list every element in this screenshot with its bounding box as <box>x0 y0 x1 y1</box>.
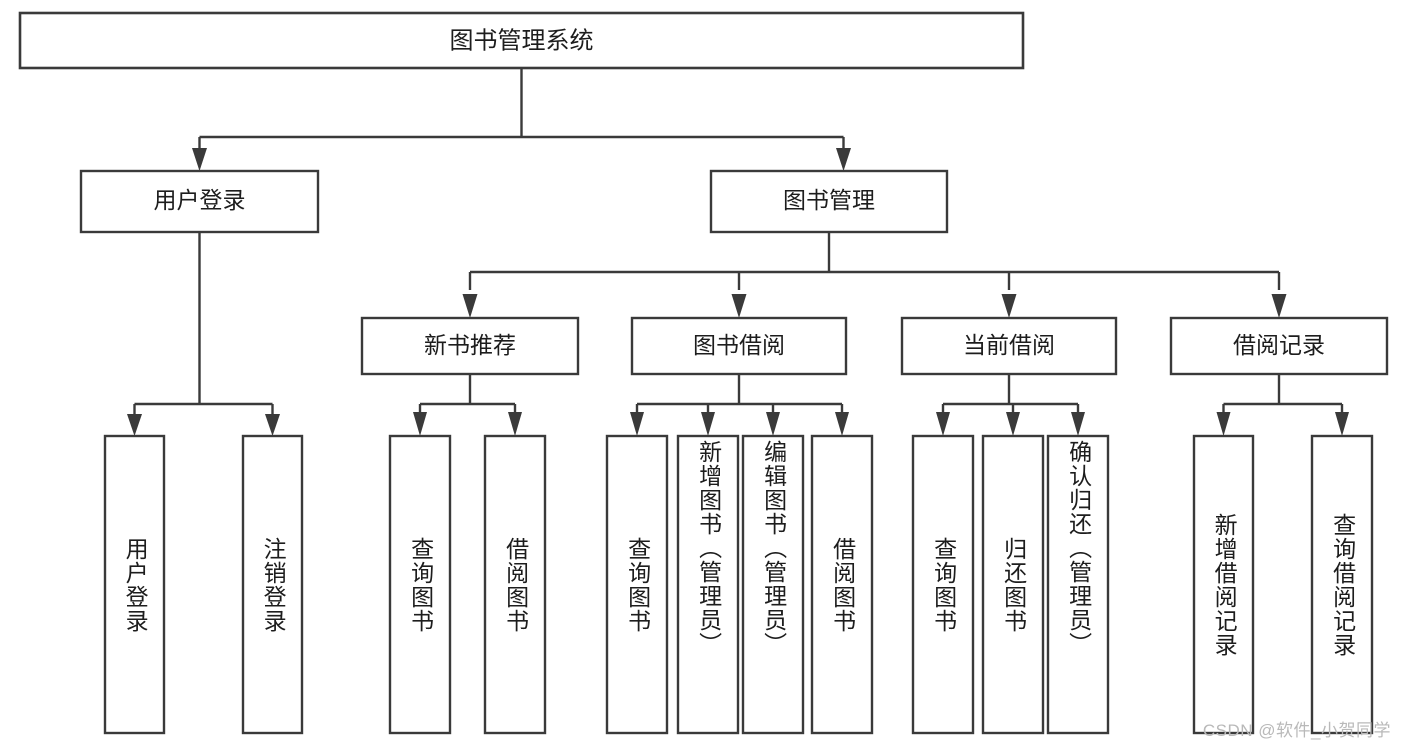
node-book-management[interactable]: 图书管理 <box>709 169 949 234</box>
connector-bookborrow-to-leaves <box>630 374 849 436</box>
node-current-borrow[interactable]: 当前借阅 <box>900 316 1118 376</box>
leaf-boxes <box>103 434 1374 735</box>
node-borrow-record-label: 借阅记录 <box>1233 332 1325 358</box>
leaf-box-confirm-return[interactable] <box>1046 434 1110 735</box>
leaf-box-add-book[interactable] <box>676 434 740 735</box>
leaf-box-query-book-borrow[interactable] <box>605 434 669 735</box>
leaf-box-query-book-recommend[interactable] <box>388 434 452 735</box>
leaf-box-borrow-book[interactable] <box>810 434 874 735</box>
node-new-book-recommend-label: 新书推荐 <box>424 332 516 358</box>
connector-root-to-level2 <box>192 68 851 171</box>
node-book-borrow[interactable]: 图书借阅 <box>630 316 848 376</box>
leaf-box-add-borrow-record[interactable] <box>1192 434 1255 735</box>
node-new-book-recommend[interactable]: 新书推荐 <box>360 316 580 376</box>
leaf-box-return-book[interactable] <box>981 434 1045 735</box>
watermark-text: CSDN @软件_小贺同学 <box>1202 721 1391 740</box>
node-root[interactable]: 图书管理系统 <box>18 11 1025 70</box>
node-user-login[interactable]: 用户登录 <box>79 169 320 234</box>
node-borrow-record[interactable]: 借阅记录 <box>1169 316 1389 376</box>
leaf-box-borrow-book-recommend[interactable] <box>483 434 547 735</box>
connector-bookmgmt-to-level3 <box>462 232 1287 318</box>
leaf-box-user-login[interactable] <box>103 434 166 735</box>
leaf-box-edit-book[interactable] <box>741 434 805 735</box>
node-root-label: 图书管理系统 <box>450 27 594 54</box>
leaf-box-query-book-current[interactable] <box>911 434 975 735</box>
connector-borrowrecord-to-leaves <box>1216 374 1349 436</box>
node-book-management-label: 图书管理 <box>783 187 875 213</box>
leaf-box-query-borrow-record[interactable] <box>1310 434 1374 735</box>
connector-currentborrow-to-leaves <box>936 374 1085 436</box>
leaf-box-logout[interactable] <box>241 434 304 735</box>
connector-userlogin-to-leaves <box>127 232 280 436</box>
connector-newbook-to-leaves <box>413 374 522 436</box>
node-current-borrow-label: 当前借阅 <box>963 332 1055 358</box>
node-user-login-label: 用户登录 <box>154 187 246 213</box>
node-book-borrow-label: 图书借阅 <box>693 332 785 358</box>
